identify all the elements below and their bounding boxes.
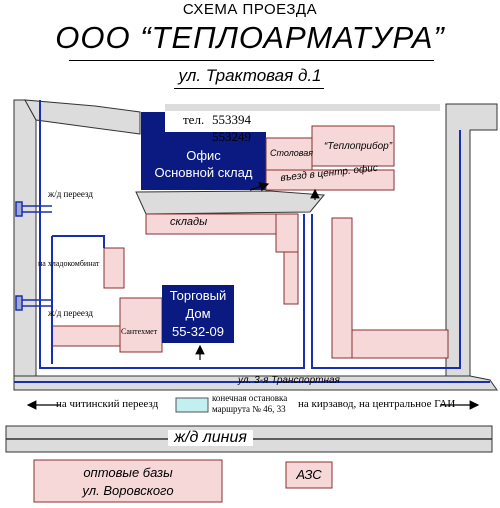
bus-stop-line-1: конечная остановка	[212, 393, 288, 403]
warehouse-right	[283, 251, 299, 305]
trade-house-line-1: Торговый	[169, 288, 227, 303]
trade-house-building	[162, 285, 234, 343]
bus-stop-line-2: маршрута № 46, 33	[212, 404, 286, 414]
blue-road-left	[39, 100, 305, 369]
gas-station-box	[285, 461, 333, 489]
road-right-vertical	[445, 103, 498, 377]
hladokombinat-label: на хладокомбинат	[38, 259, 100, 268]
rail-crossing-1-symbol	[15, 201, 52, 217]
address-underline	[174, 88, 324, 89]
sklady-building	[145, 213, 277, 235]
to-kirzavod-label: на кирзавод, на центральное ГАИ	[298, 398, 456, 410]
rail-crossing-2-symbol	[15, 295, 52, 311]
rail-crossing-2-label: ж/д переезд	[48, 308, 93, 318]
arrow-entrance	[249, 182, 270, 192]
wholesale-line-2: ул. Воровского	[82, 483, 174, 498]
left-building	[51, 325, 121, 347]
office-building	[141, 112, 266, 190]
warehouse-vertical	[275, 213, 299, 253]
blue-road-branch	[52, 235, 105, 248]
road-left-vertical	[13, 99, 37, 381]
trade-house-line-2: Дом	[185, 306, 211, 321]
sklady-label: склады	[170, 216, 208, 228]
bus-stop-marker	[175, 397, 209, 413]
office-line-1: Офис	[186, 148, 221, 163]
hladokombinat-building	[103, 247, 125, 289]
road-diagonal-top	[165, 104, 440, 111]
street-3-label: ул. 3-я Транспортная	[238, 375, 340, 386]
teplopribor-label: “Теплоприбор”	[324, 141, 393, 152]
road-top-strip	[24, 99, 141, 135]
office-line-2: Основной склад	[154, 165, 253, 180]
railway-label: ж/д линия	[168, 430, 253, 446]
teplopribor-building	[311, 125, 395, 167]
santehmet-label: Сантехмет	[121, 327, 158, 336]
stolovaya-label: Столовая	[270, 148, 314, 158]
trade-house-phone: 55-32-09	[171, 324, 225, 339]
gas-station-label: АЗС	[296, 467, 322, 482]
building-bottom-right	[351, 329, 449, 359]
wholesale-box	[33, 459, 223, 503]
scheme-title: СХЕМА ПРОЕЗДА	[182, 1, 318, 18]
entrance-building	[265, 169, 395, 191]
blue-road-right	[311, 130, 461, 369]
to-chita-label: на читинский переезд	[56, 398, 159, 410]
company-underline	[69, 60, 434, 61]
road-entrance-wedge	[135, 190, 325, 215]
wholesale-line-1: оптовые базы	[83, 465, 173, 480]
phone-2: 553249	[212, 129, 251, 144]
phone-label: тел.	[183, 112, 205, 127]
rail-crossing-1-label: ж/д переезд	[48, 189, 93, 199]
building-far-right	[331, 217, 353, 359]
santehmet-building	[119, 297, 163, 353]
company-address: ул. Трактовая д.1	[178, 66, 322, 85]
company-name: ООО “ТЕПЛОАРМАТУРА”	[55, 20, 445, 55]
phone-1: 553394	[212, 112, 251, 127]
